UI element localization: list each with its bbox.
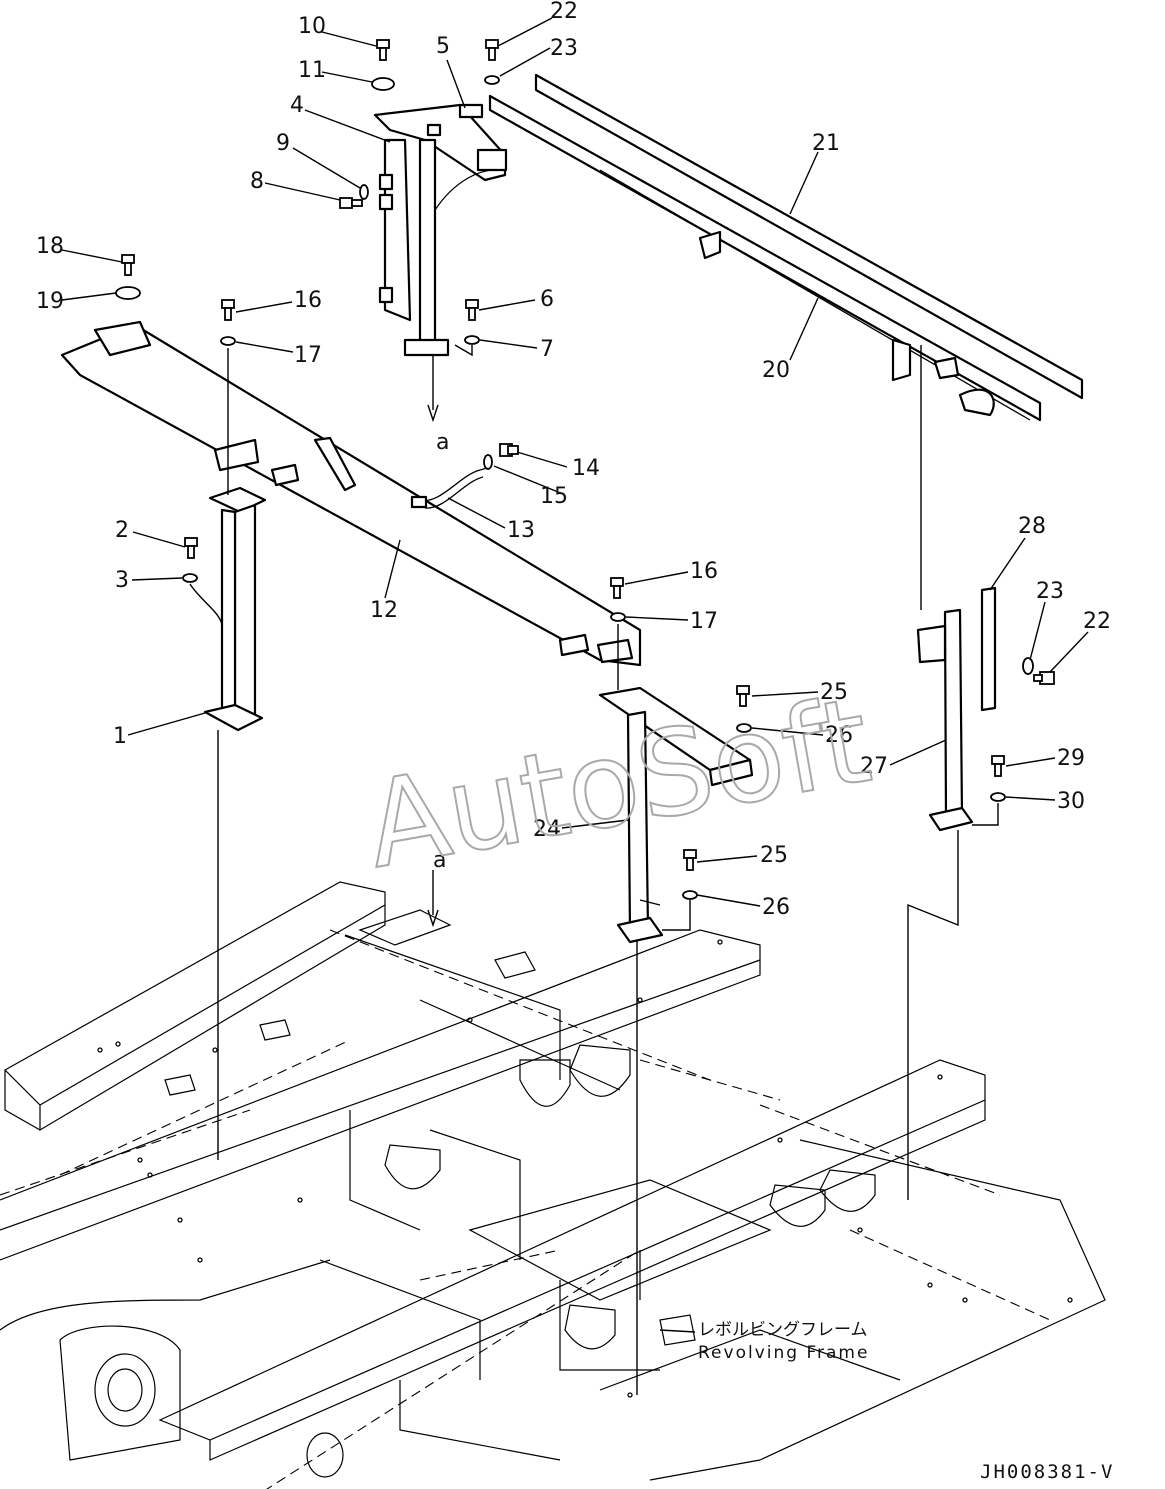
part-label-16: 16: [294, 288, 322, 313]
bolt-icon: [221, 299, 235, 321]
part-label-18: 18: [36, 234, 64, 259]
part-label-28: 28: [1018, 514, 1046, 539]
part-label-5: 5: [436, 34, 450, 59]
bolt-icon: [499, 443, 519, 457]
washer-icon: [484, 75, 500, 85]
assembly-lines: [189, 344, 999, 1395]
washer-icon: [115, 286, 141, 300]
frame-label-jp: レボルビングフレーム: [698, 1320, 868, 1340]
part-label-26: 26: [825, 723, 853, 748]
part-label-4: 4: [290, 93, 304, 118]
washer-icon: [359, 184, 369, 200]
bolt-icon: [610, 577, 624, 599]
part-label-12: 12: [370, 598, 398, 623]
part-label-1: 1: [113, 724, 127, 749]
part-label-21: 21: [812, 131, 840, 156]
part-label-13: 13: [507, 518, 535, 543]
part-label-26b: 26: [762, 895, 790, 920]
part-label-7: 7: [540, 337, 554, 362]
bolt-icon: [339, 197, 363, 209]
washer-icon: [610, 612, 626, 622]
frame-label-en: Revolving Frame: [698, 1343, 869, 1363]
washer-icon: [182, 573, 198, 583]
leader-lines: [61, 17, 1089, 1333]
part-label-29: 29: [1057, 746, 1085, 771]
post-1: [203, 486, 267, 732]
part-label-25b: 25: [760, 843, 788, 868]
part-label-6: 6: [540, 287, 554, 312]
bracket-4: [373, 103, 508, 357]
washer-icon: [1022, 657, 1034, 675]
washer-icon: [464, 335, 480, 345]
part-label-17: 17: [294, 343, 322, 368]
washer-icon: [736, 723, 752, 733]
part-label-8: 8: [250, 169, 264, 194]
part-label-22b: 22: [1083, 609, 1111, 634]
bolt-icon: [1033, 671, 1055, 685]
part-label-24: 24: [533, 817, 561, 842]
rail-assembly-20-21: [488, 73, 1084, 422]
post-24: [598, 686, 754, 944]
part-label-25: 25: [820, 680, 848, 705]
part-label-2: 2: [115, 518, 129, 543]
part-label-27: 27: [860, 754, 888, 779]
part-label-11: 11: [298, 58, 326, 83]
part-label-23: 23: [550, 36, 578, 61]
part-label-15: 15: [540, 484, 568, 509]
revolving-frame-drawing: [0, 881, 1106, 1489]
bolt-icon: [184, 537, 198, 559]
washer-icon: [220, 336, 236, 346]
view-mark-a-top: a: [436, 430, 449, 455]
part-label-17b: 17: [690, 609, 718, 634]
bolt-icon: [683, 849, 697, 871]
washer-icon: [371, 77, 395, 91]
bolt-icon: [485, 39, 499, 61]
washer-icon: [483, 454, 493, 470]
part-label-20: 20: [762, 358, 790, 383]
view-mark-a-bottom: a: [433, 848, 446, 873]
washer-icon: [682, 890, 698, 900]
part-label-23b: 23: [1036, 579, 1064, 604]
washer-icon: [990, 792, 1006, 802]
part-label-9: 9: [276, 131, 290, 156]
part-label-3: 3: [115, 568, 129, 593]
bolt-icon: [736, 685, 750, 707]
cross-bar-12: [60, 320, 642, 667]
part-label-16b: 16: [690, 559, 718, 584]
part-label-14: 14: [572, 456, 600, 481]
part-label-22: 22: [550, 0, 578, 24]
bolt-icon: [465, 299, 479, 321]
bolt-icon: [121, 254, 135, 276]
drawing-code: JH008381-V: [980, 1461, 1114, 1483]
part-label-30: 30: [1057, 789, 1085, 814]
post-27: [916, 608, 974, 832]
bolt-icon: [376, 39, 390, 61]
part-label-10: 10: [298, 14, 326, 39]
part-label-19: 19: [36, 289, 64, 314]
hardware: [115, 39, 1055, 900]
part-labels: 10 11 22 23 5 4 9 8 21 18 19 16 17 6 7 2…: [36, 0, 1111, 920]
bolt-icon: [991, 755, 1005, 777]
strip-28: [980, 586, 997, 712]
